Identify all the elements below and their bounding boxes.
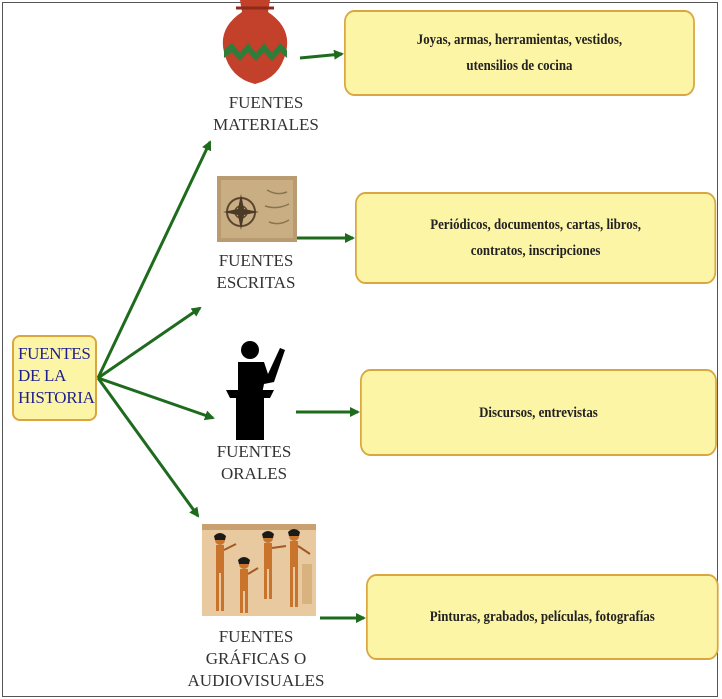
label-line: FUENTES <box>228 93 304 112</box>
detail-box-materiales: Joyas, armas, herramientas, vestidos, ut… <box>344 10 695 96</box>
detail-box-orales: Discursos, entrevistas <box>360 369 717 456</box>
label-line: GRÁFICAS O <box>205 649 307 668</box>
arrow-root-escritas <box>97 306 202 380</box>
egyptian-painting-icon <box>202 524 316 616</box>
detail-box-graficas: Pinturas, grabados, películas, fotografí… <box>366 574 719 660</box>
category-label-orales: FUENTES ORALES <box>184 441 324 485</box>
detail-line: Joyas, armas, herramientas, vestidos, <box>416 32 623 48</box>
label-line: AUDIOVISUALES <box>187 671 325 690</box>
root-line: HISTORIA <box>18 388 95 407</box>
arrow-root-orales <box>97 376 215 421</box>
arrow-materiales-detail <box>299 49 344 60</box>
arrow-root-graficas <box>96 377 200 518</box>
detail-box-escritas: Periódicos, documentos, cartas, libros, … <box>355 192 717 284</box>
label-line: MATERIALES <box>213 115 319 134</box>
detail-line: contratos, inscripciones <box>470 243 601 259</box>
root-line: FUENTES <box>18 344 91 363</box>
label-line: FUENTES <box>216 442 292 461</box>
category-label-graficas: FUENTES GRÁFICAS O AUDIOVISUALES <box>186 626 326 692</box>
clay-pot-icon <box>222 0 288 84</box>
root-node-fuentes-historia: FUENTES DE LA HISTORIA <box>12 335 97 421</box>
root-line: DE LA <box>18 366 67 385</box>
label-line: FUENTES <box>218 627 294 646</box>
label-line: ORALES <box>220 464 288 483</box>
detail-line: Pinturas, grabados, películas, fotografí… <box>429 609 655 625</box>
arrow-root-materiales <box>96 140 212 379</box>
category-label-escritas: FUENTES ESCRITAS <box>186 250 326 294</box>
parchment-map-icon <box>217 176 297 242</box>
label-line: ESCRITAS <box>216 273 296 292</box>
speaker-podium-icon <box>226 341 285 440</box>
detail-line: Discursos, entrevistas <box>479 404 598 421</box>
category-label-materiales: FUENTES MATERIALES <box>196 92 336 136</box>
detail-line: Periódicos, documentos, cartas, libros, <box>430 217 642 233</box>
detail-line: utensilios de cocina <box>466 58 573 74</box>
label-line: FUENTES <box>218 251 294 270</box>
